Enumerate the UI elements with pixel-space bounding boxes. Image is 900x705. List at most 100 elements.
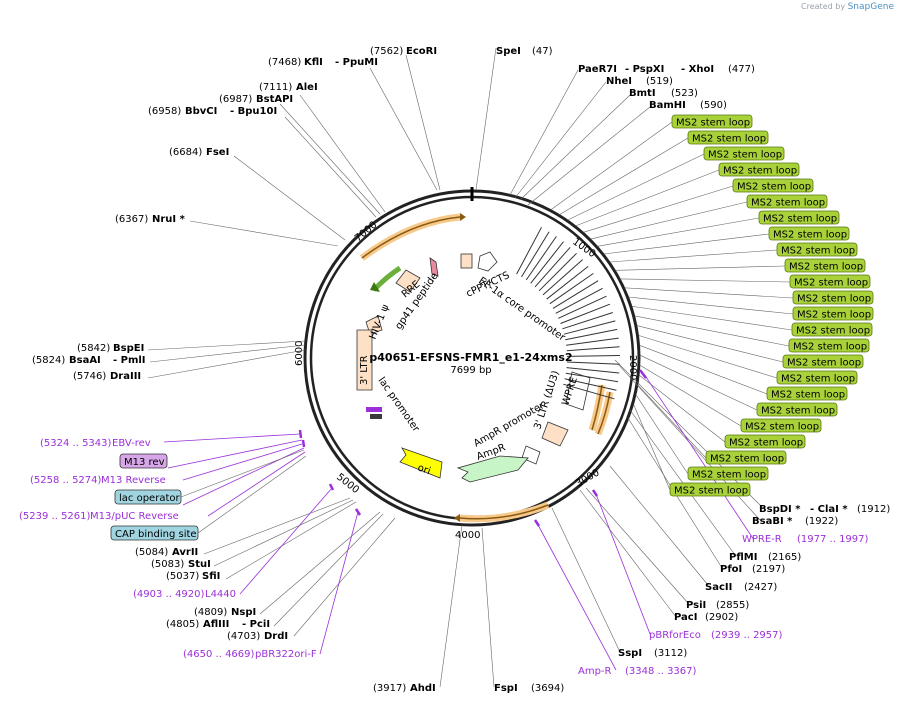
ms2-stem-loop-label: MS2 stem loop	[740, 418, 822, 433]
ms2-comb-mark	[566, 367, 620, 374]
primer-name-pbrforeco: pBRforEco	[649, 630, 701, 641]
site-name-paer7i: PaeR7I	[578, 64, 617, 75]
ms2-comb-mark	[538, 252, 577, 292]
ms2-leader-line	[636, 325, 784, 363]
ms2-comb-mark	[542, 259, 583, 296]
ms2-stem-loop-box	[718, 162, 800, 177]
primer-name-ebv-rev: EBV-rev	[112, 438, 151, 449]
ms2-leader-line	[639, 354, 758, 411]
ms2-leader-line	[637, 384, 707, 459]
ms2-stem-loop-text: MS2 stem loop	[797, 310, 871, 321]
site-name-drdi: DrdI	[264, 631, 288, 642]
ms2-leader-line	[635, 394, 689, 475]
ms2-comb-mark	[563, 383, 615, 400]
site-name-alei: AleI	[296, 82, 318, 93]
ms2-leader-line	[567, 153, 705, 221]
ms2-stem-loop-text: MS2 stem loop	[781, 374, 855, 385]
ms2-leader-line	[638, 374, 726, 443]
lac-primer-marks	[366, 407, 382, 412]
lac-operator-label: lac operator	[119, 493, 180, 504]
feature-arc-bottom-line	[459, 504, 549, 520]
site-name-sspi: SspI	[618, 648, 642, 659]
site-pos-pfoi: (2197)	[752, 564, 785, 575]
rre-feature-box	[395, 269, 421, 293]
ms2-stem-loop-text: MS2 stem loop	[692, 134, 766, 145]
ms2-stem-loop-box	[756, 402, 838, 417]
site-pos-sspi: (3112)	[654, 648, 687, 659]
site-name-paci: PacI	[674, 612, 697, 623]
ms2-comb-mark	[546, 266, 589, 300]
site-pos-paci: (2902)	[705, 612, 738, 623]
site-name-afliii: AflIII	[203, 619, 229, 630]
primer-leader-lines	[163, 373, 755, 671]
site-pos-draiii: (5746)	[73, 371, 106, 382]
ms2-stem-loop-label: MS2 stem loop	[703, 146, 785, 161]
primer-name-l4440: L4440	[205, 589, 236, 600]
ms2-leader-line	[638, 335, 778, 379]
ms2-stem-loop-box	[669, 482, 751, 497]
ms2-stem-loop-box	[784, 258, 866, 273]
ms2-comb-mark	[565, 372, 619, 383]
site-pos-alei: (7111)	[259, 82, 292, 93]
ms2-stem-loop-box	[703, 146, 785, 161]
ms2-comb-mark	[525, 236, 557, 281]
site-name-bsaai: BsaAI	[69, 355, 101, 366]
site-name-ahdi: AhdI	[410, 683, 436, 694]
site-name-fsei: FseI	[206, 147, 229, 158]
ms2-leader-line	[639, 345, 768, 395]
ms2-stem-loop-box	[705, 450, 787, 465]
ms2-comb-mark	[562, 312, 613, 330]
ms2-stem-loop-box	[776, 370, 858, 385]
ms2-stem-loop-box	[766, 386, 848, 401]
site-alt-pcii: - PciI	[242, 619, 270, 630]
tick-5000: 5000	[334, 472, 361, 496]
ms2-stem-loop-text: MS2 stem loop	[723, 166, 797, 177]
ms2-stem-loop-label: MS2 stem loop	[766, 386, 848, 401]
primer-pos-amp-r: (3348 .. 3367)	[625, 666, 697, 677]
ms2-stem-loop-label: MS2 stem loop	[792, 290, 874, 305]
site-pos-paer7i: (477)	[728, 64, 755, 75]
ms2-comb-marks	[516, 227, 621, 400]
m13-rev-label: M13 rev	[124, 457, 165, 468]
ms2-stem-loop-box	[671, 114, 753, 129]
ms2-stem-loop-text: MS2 stem loop	[796, 326, 870, 337]
ms2-leader-line	[628, 296, 794, 315]
ltr3-right-label: 3' LTR (ΔU3)	[532, 369, 561, 431]
site-name-bamhi: BamHI	[649, 100, 686, 111]
site-name-pflmi: PflMI	[729, 552, 757, 563]
ms2-stem-loop-label: MS2 stem loop	[687, 130, 769, 145]
site-name-nhei: NheI	[606, 76, 632, 87]
tick-7000: 7000	[353, 220, 380, 245]
ms2-stem-loop-text: MS2 stem loop	[751, 198, 825, 209]
site-pos-fspi: (3694)	[531, 683, 564, 694]
plasmid-length: 7699 bp	[450, 365, 491, 376]
feature-arc-right-2-line	[597, 391, 611, 435]
ms2-stem-loop-box	[724, 434, 806, 449]
ms2-comb-mark	[566, 346, 620, 352]
site-pos-avrii: (5084)	[135, 547, 168, 558]
ms2-stem-loop-text: MS2 stem loop	[692, 470, 766, 481]
ms2-stem-loop-text: MS2 stem loop	[708, 150, 782, 161]
site-pos-bamhi: (590)	[700, 100, 727, 111]
ms2-comb-mark	[558, 295, 607, 319]
site-name-bstapi: BstAPI	[256, 94, 293, 105]
ms2-stem-loop-text: MS2 stem loop	[737, 182, 811, 193]
primer-name-wpre-r: WPRE-R	[742, 534, 782, 545]
site-alt-pspxi: - PspXI	[625, 64, 664, 75]
site-name-kfli: KflI	[304, 57, 323, 68]
site-alt-clai: - ClaI *	[810, 504, 848, 515]
ms2-comb-mark	[566, 337, 619, 346]
feature-arc-right-1-line	[591, 384, 603, 431]
site-pos-bbvci: (6958)	[148, 106, 181, 117]
ms2-leader-line	[583, 185, 734, 233]
ms2-stem-loop-label: MS2 stem loop	[687, 466, 769, 481]
site-name-avrii: AvrII	[172, 547, 198, 558]
ms2-stem-loop-label: MS2 stem loop	[784, 258, 866, 273]
ltr3-left-label: 3' LTR	[359, 355, 370, 385]
ms2-comb-mark	[563, 320, 616, 335]
ms2-stem-loop-box	[687, 130, 769, 145]
ms2-leader-lines	[550, 121, 794, 491]
site-name-fspi: FspI	[494, 683, 518, 694]
ms2-stem-loop-box	[740, 418, 822, 433]
